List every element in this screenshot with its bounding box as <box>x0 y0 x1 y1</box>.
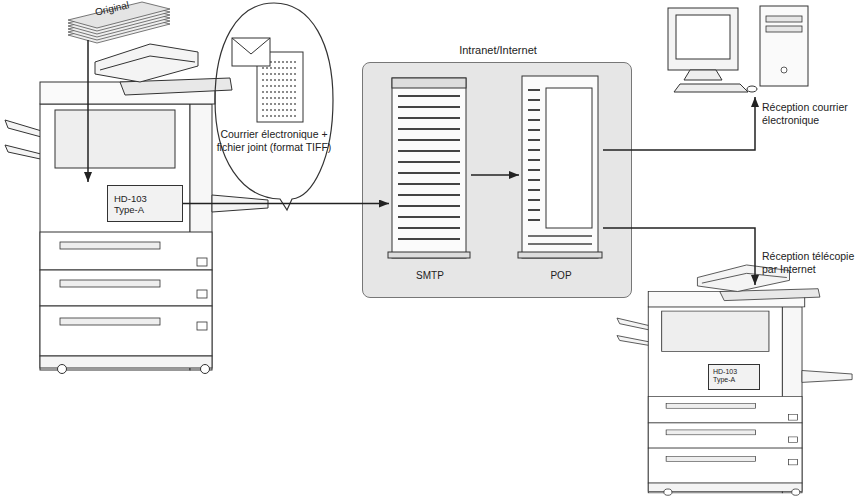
computer: Réception courrier électronique <box>660 4 812 97</box>
server-base <box>518 252 602 258</box>
connector-arrow <box>603 97 755 150</box>
node-text: HD-103 Type-A <box>114 193 164 216</box>
bubble-outline <box>212 0 336 212</box>
server-cap <box>392 78 466 88</box>
node-text: HD-103 Type-A <box>708 364 760 390</box>
node-text: SMTP <box>389 270 471 282</box>
keyboard <box>674 84 748 92</box>
pop-server: POP <box>519 72 603 283</box>
pc-tower <box>760 6 808 86</box>
envelope-flap <box>232 38 270 54</box>
device-label: HD-103 Type-A <box>107 185 183 222</box>
server-panel <box>546 88 592 228</box>
receiving-copier <box>617 265 852 495</box>
monitor-stand <box>684 70 722 80</box>
drive-bay <box>766 26 802 32</box>
sending-copier <box>5 44 268 374</box>
callout-bubble: Courrier électronique + fichier joint (f… <box>212 0 336 212</box>
edge-label: Réception télécopie par Internet <box>762 250 856 275</box>
mouse <box>747 86 757 92</box>
receiving-copier: HD-103 Type-A <box>615 285 852 498</box>
document-dots <box>262 62 298 116</box>
power-button <box>781 67 787 73</box>
bubble-outline-path <box>215 3 333 210</box>
pop-server-drawing <box>522 76 598 258</box>
connector-arrow <box>183 203 389 205</box>
connector-arrow <box>471 174 519 176</box>
envelope <box>232 38 270 66</box>
node-text: Courrier électronique + fichier joint (f… <box>216 128 332 153</box>
node-text: POP <box>519 270 603 282</box>
network-band: SMTPPOPIntranet/Internet <box>362 62 632 298</box>
node-text: Intranet/Internet <box>363 44 633 57</box>
server-base <box>388 252 470 258</box>
scan-arrow <box>87 40 89 182</box>
connector-arrow <box>603 228 755 285</box>
smtp-server-drawing <box>392 78 466 258</box>
drive-bay <box>766 16 802 22</box>
node-text: Réception courrier électronique <box>762 101 856 126</box>
screen <box>676 15 730 59</box>
server-vents <box>528 236 592 244</box>
smtp-server: SMTP <box>389 74 471 283</box>
server-slots <box>398 96 460 239</box>
monitor <box>668 8 738 70</box>
server-slots <box>528 90 540 220</box>
sheet-label: Original <box>94 0 130 19</box>
